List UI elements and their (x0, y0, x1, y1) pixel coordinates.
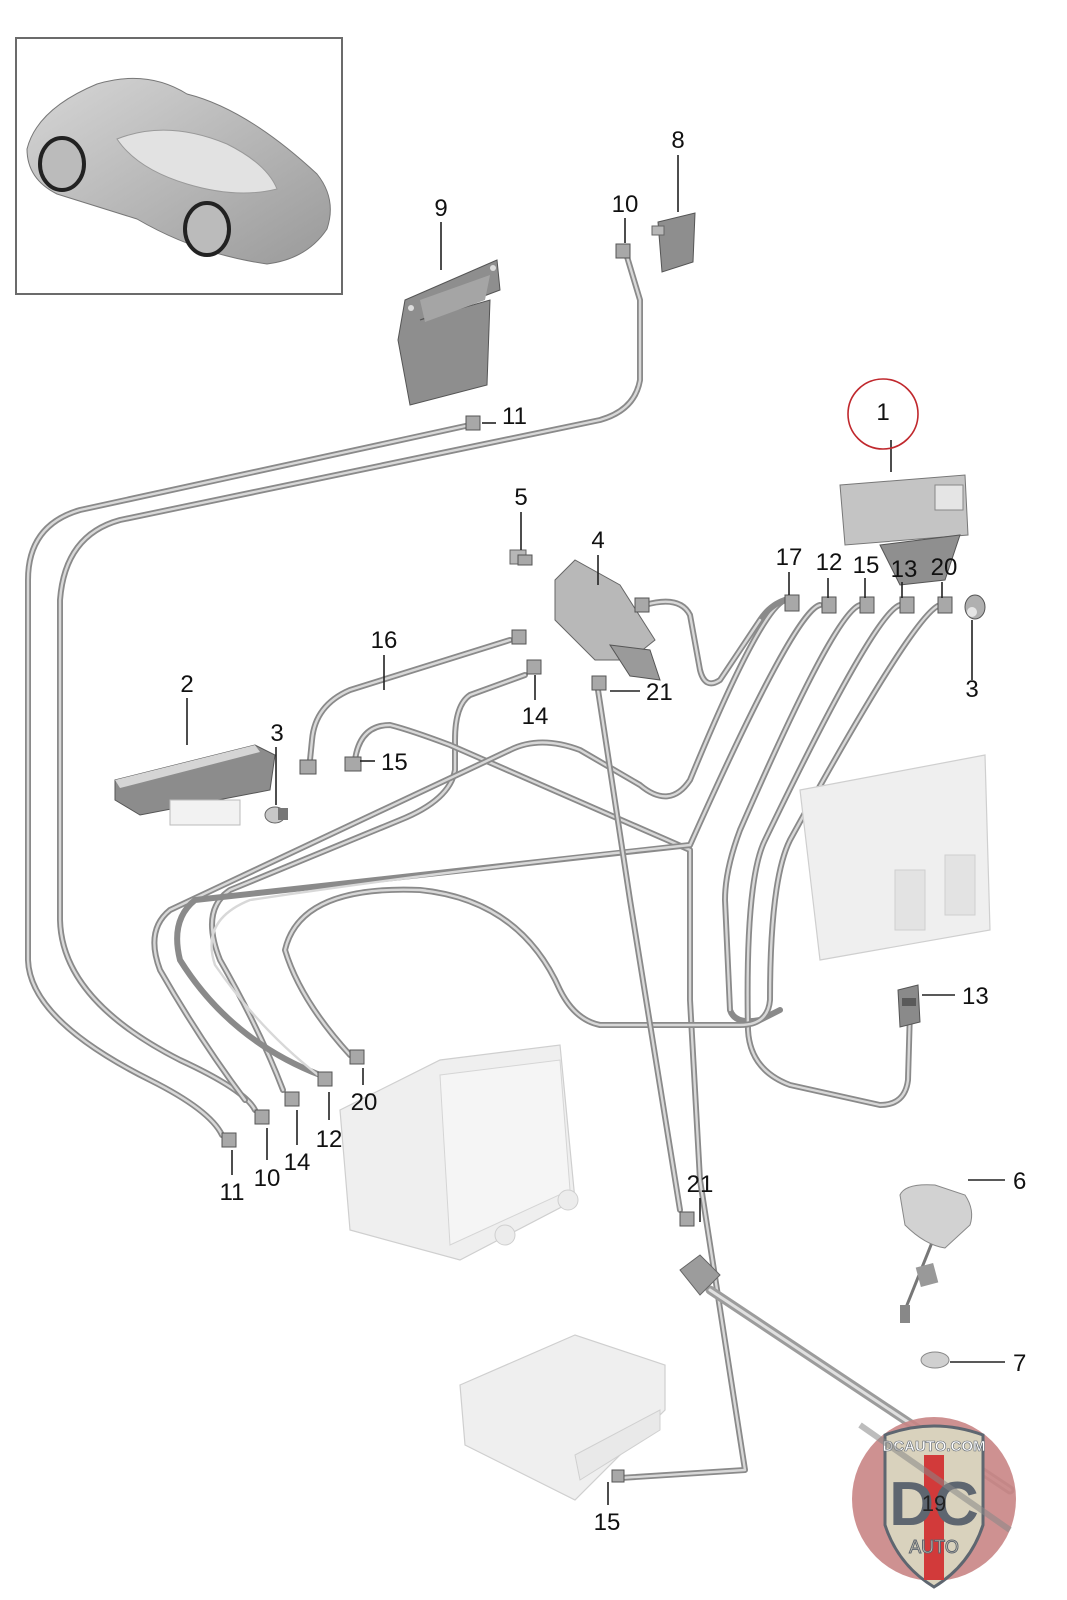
callout-3-right[interactable]: 3 (965, 676, 978, 703)
connector-12[interactable] (821, 596, 837, 614)
cable-4-lead (642, 597, 788, 687)
connector-20[interactable] (937, 596, 953, 614)
callout-5[interactable]: 5 (514, 484, 527, 511)
callout-17[interactable]: 17 (776, 544, 803, 571)
callout-13-top[interactable]: 13 (891, 556, 918, 583)
part-5-connector[interactable] (509, 549, 533, 566)
control-box-background (799, 754, 991, 961)
part-6-antenna[interactable] (899, 1184, 973, 1323)
connector-row (784, 594, 953, 614)
callout-14-bottom[interactable]: 14 (284, 1149, 311, 1176)
part-8-bracket[interactable] (651, 212, 696, 273)
callout-12-bottom[interactable]: 12 (316, 1126, 343, 1153)
callout-6[interactable]: 6 (1013, 1168, 1026, 1195)
dcauto-watermark: DCAUTO.COM DC AUTO 19 (850, 1395, 1018, 1595)
vehicle-inset-frame (15, 37, 343, 295)
callout-3-left[interactable]: 3 (270, 720, 283, 747)
callout-10-bottom[interactable]: 10 (254, 1165, 281, 1192)
callout-21-top[interactable]: 21 (646, 679, 673, 706)
connector-21-top[interactable] (591, 675, 607, 691)
connector-15[interactable] (859, 596, 875, 614)
callout-15-top[interactable]: 15 (853, 552, 880, 579)
connector-11-top[interactable] (465, 415, 481, 431)
connector-16-start[interactable] (299, 759, 317, 775)
part-4-module[interactable] (554, 559, 661, 681)
callout-7[interactable]: 7 (1013, 1350, 1026, 1377)
connector-4-lead[interactable] (634, 597, 650, 613)
callout-9[interactable]: 9 (434, 195, 447, 222)
callout-15-bottom[interactable]: 15 (594, 1509, 621, 1536)
connector-15-bottom[interactable] (611, 1469, 625, 1483)
watermark-bottom-text: AUTO (909, 1537, 959, 1557)
callout-1[interactable]: 1 (876, 399, 889, 426)
part-3-connector-right[interactable] (964, 594, 986, 620)
part-1-control-unit[interactable] (839, 474, 969, 586)
wheel-front (38, 136, 86, 192)
connector-10-top[interactable] (615, 243, 631, 259)
callout-12-top[interactable]: 12 (816, 549, 843, 576)
highlight-circle-part-1 (847, 378, 919, 450)
callout-labels: 1 9 8 10 11 5 4 17 12 15 13 20 3 16 14 2… (180, 127, 1026, 1536)
connector-21-bottom[interactable] (679, 1211, 695, 1227)
head-unit-connectors (221, 1049, 365, 1148)
connector-11-bottom[interactable] (221, 1132, 237, 1148)
callout-21-bottom[interactable]: 21 (687, 1171, 714, 1198)
watermark-top-text: DCAUTO.COM (882, 1438, 985, 1455)
part-7-cap[interactable] (920, 1351, 950, 1369)
connector-16-end[interactable] (511, 629, 527, 645)
watermark-stripe (924, 1455, 944, 1580)
callout-10-top[interactable]: 10 (612, 191, 639, 218)
watermark-logo-letters: DC (889, 1470, 979, 1539)
part-2-control-unit[interactable] (114, 744, 276, 826)
callout-8[interactable]: 8 (671, 127, 684, 154)
callout-15-mid[interactable]: 15 (381, 749, 408, 776)
callout-14-mid[interactable]: 14 (522, 703, 549, 730)
leader-lines (186, 155, 1005, 1505)
wheel-rear (183, 201, 231, 257)
cable-16 (307, 637, 513, 763)
callout-20-bottom[interactable]: 20 (351, 1089, 378, 1116)
connector-20-bottom[interactable] (349, 1049, 365, 1065)
connector-10-bottom[interactable] (254, 1109, 270, 1125)
connector-15-start[interactable] (344, 756, 362, 772)
callout-20-top[interactable]: 20 (931, 554, 958, 581)
cable-bundle (25, 247, 1015, 1495)
vehicle-illustration (26, 77, 331, 265)
callout-2[interactable]: 2 (180, 671, 193, 698)
connector-13-plug[interactable] (897, 984, 921, 1028)
head-unit-background (339, 1044, 579, 1261)
callout-16[interactable]: 16 (371, 627, 398, 654)
callout-13-bottom[interactable]: 13 (962, 983, 989, 1010)
part-9-bracket[interactable] (397, 259, 501, 406)
connector-19-plug[interactable] (679, 1254, 721, 1296)
callout-11-top[interactable]: 11 (502, 403, 527, 430)
connector-17[interactable] (784, 594, 800, 612)
connector-13[interactable] (899, 596, 915, 614)
connector-14-bottom[interactable] (284, 1091, 300, 1107)
part-3-connector-left[interactable] (264, 806, 288, 824)
connector-12-bottom[interactable] (317, 1071, 333, 1087)
callout-4[interactable]: 4 (591, 527, 604, 554)
bottom-module-background (459, 1334, 666, 1501)
callout-11-bottom[interactable]: 11 (220, 1179, 245, 1206)
callout-19[interactable]: 19 (922, 1491, 946, 1516)
connector-14-end[interactable] (526, 659, 542, 675)
